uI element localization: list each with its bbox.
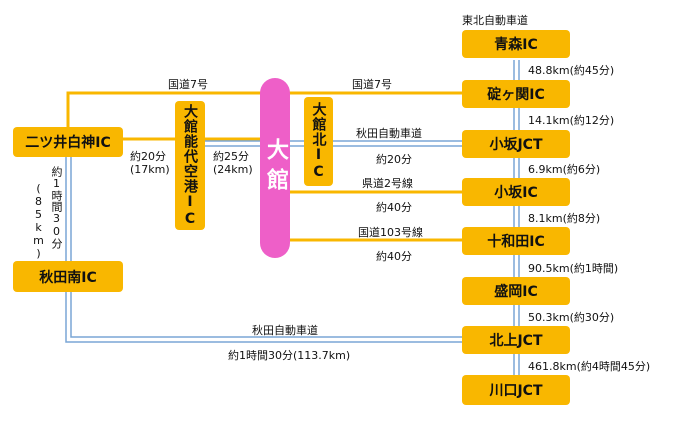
- node-akita-minami-ic: 秋田南IC: [13, 261, 123, 292]
- segment-kosaka-jct-kosaka-ic: 6.9km(約6分): [528, 163, 601, 176]
- node-kawaguchi-jct: 川口JCT: [462, 375, 570, 405]
- segment-ikarigaseki-kosaka-jct: 14.1km(約12分): [528, 114, 615, 127]
- label-tohoku-expressway: 東北自動車道: [462, 14, 528, 27]
- label-route-103-time: 約40分: [376, 250, 412, 263]
- node-ikarigaseki-ic: 碇ヶ関IC: [462, 80, 570, 108]
- label-futatsui-distance: (17km): [130, 163, 170, 176]
- node-kitakami-jct: 北上JCT: [462, 326, 570, 354]
- label-route7-left: 国道7号: [168, 78, 208, 91]
- label-pref-route-2: 県道2号線: [362, 177, 413, 190]
- label-akita-expressway-lower-time: 約1時間30分(113.7km): [228, 349, 351, 362]
- node-odate-noshiro-airport-ic: 大館能代空港IC: [175, 101, 205, 230]
- route7-line: [66, 91, 462, 128]
- node-kosaka-jct: 小坂JCT: [462, 130, 570, 158]
- segment-towada-morioka: 90.5km(約1時間): [528, 262, 619, 275]
- akita-expressway-lower-line: [65, 156, 462, 343]
- label-pref-route-2-time: 約40分: [376, 201, 412, 214]
- label-akita-expressway-lower: 秋田自動車道: [252, 324, 318, 337]
- segment-morioka-kitakami: 50.3km(約30分): [528, 311, 615, 324]
- segment-kosaka-ic-towada: 8.1km(約8分): [528, 212, 601, 225]
- label-vertical-distance: (85km): [32, 182, 45, 260]
- node-kosaka-ic: 小坂IC: [462, 178, 570, 206]
- label-airport-time: 約25分: [213, 150, 249, 163]
- node-morioka-ic: 盛岡IC: [462, 277, 570, 305]
- label-akita-expressway-upper: 秋田自動車道: [356, 127, 422, 140]
- node-towada-ic: 十和田IC: [462, 227, 570, 255]
- label-akita-expressway-upper-time: 約20分: [376, 153, 412, 166]
- label-futatsui-time: 約20分: [130, 150, 166, 163]
- label-airport-distance: (24km): [213, 163, 253, 176]
- node-aomori-ic: 青森IC: [462, 30, 570, 58]
- label-route-103: 国道103号線: [358, 226, 423, 239]
- segment-kitakami-kawaguchi: 461.8km(約4時間45分): [528, 360, 651, 373]
- segment-aomori-ikarigaseki: 48.8km(約45分): [528, 64, 615, 77]
- node-odate-kita-ic: 大館北IC: [304, 97, 333, 186]
- label-vertical-time: 約1時間30分: [50, 166, 63, 249]
- tohoku-expressway-line: [513, 60, 520, 376]
- node-futatsui-shirakami-ic: 二ツ井白神IC: [13, 127, 123, 157]
- hub-odate: 大館: [260, 78, 290, 258]
- label-route7-right: 国道7号: [352, 78, 392, 91]
- akita-expressway-upper-line: [205, 140, 462, 147]
